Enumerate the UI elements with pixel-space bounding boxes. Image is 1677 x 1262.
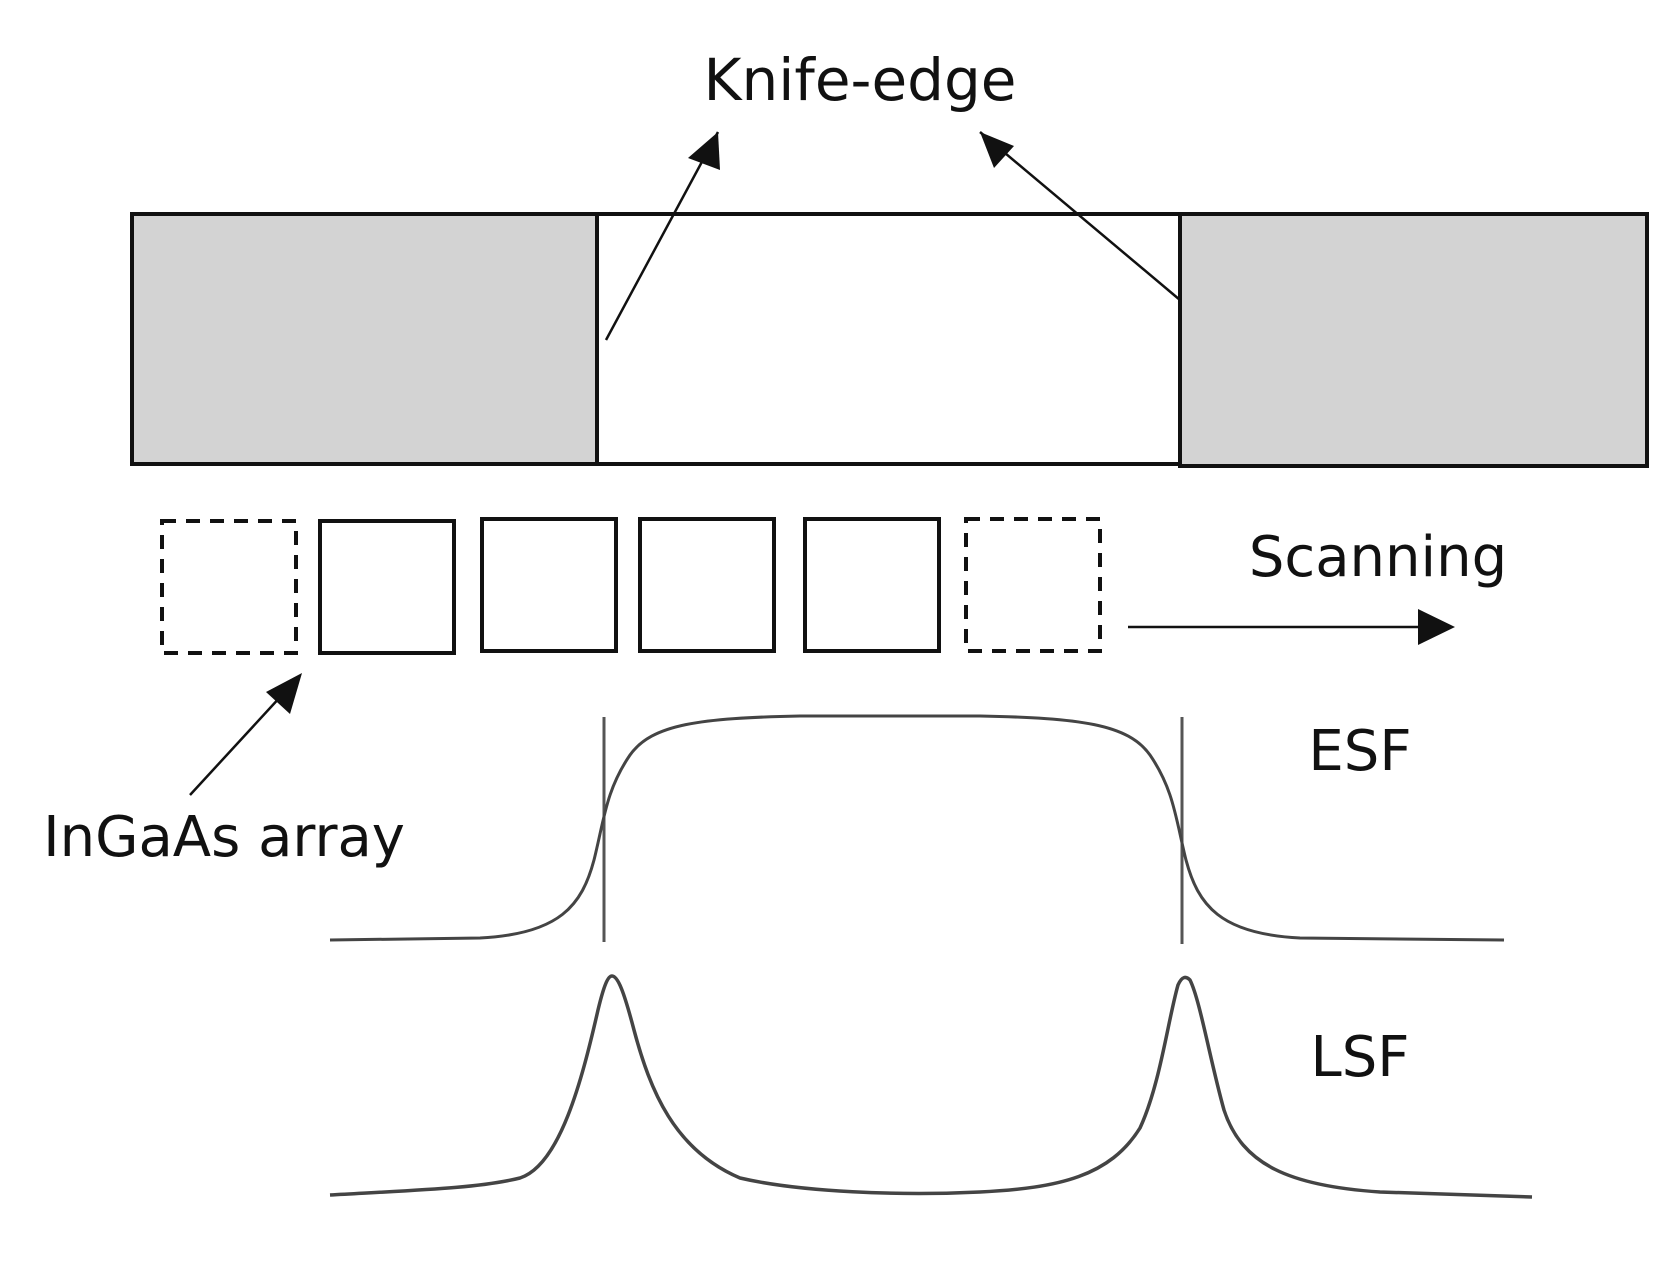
lsf-label: LSF [1311, 1025, 1410, 1090]
lsf-curve [329, 974, 1533, 1199]
esf-plot: ESF [329, 714, 1505, 944]
ingaas-array-label: InGaAs array [43, 805, 405, 870]
detector-array [160, 517, 1102, 655]
left-edge-arrowhead [688, 132, 720, 170]
scanning-arrowhead [1418, 609, 1455, 645]
detector-pixel [638, 517, 776, 653]
slit-opening [595, 212, 1182, 466]
array-pointer-arrowhead [266, 673, 302, 714]
left-blade [130, 212, 599, 466]
detector-pixel [480, 517, 618, 653]
right-edge-arrow [979, 131, 1181, 301]
array-pointer-arrow [189, 694, 283, 796]
right-edge-arrowhead [980, 132, 1014, 168]
detector-pixel [318, 519, 456, 655]
knife-edge-bar [130, 212, 1649, 468]
detector-pixel-dashed [964, 517, 1102, 653]
right-blade [1178, 212, 1649, 468]
knife-edge-arrows [604, 131, 1181, 341]
knife-edge-label: Knife-edge [704, 46, 1017, 114]
esf-label: ESF [1308, 719, 1411, 784]
scanning-label: Scanning [1249, 525, 1507, 590]
lsf-plot: LSF [329, 974, 1533, 1199]
detector-pixel-dashed [160, 519, 298, 655]
left-edge-arrow [604, 131, 720, 341]
detector-pixel [803, 517, 941, 653]
esf-curve [329, 714, 1505, 942]
